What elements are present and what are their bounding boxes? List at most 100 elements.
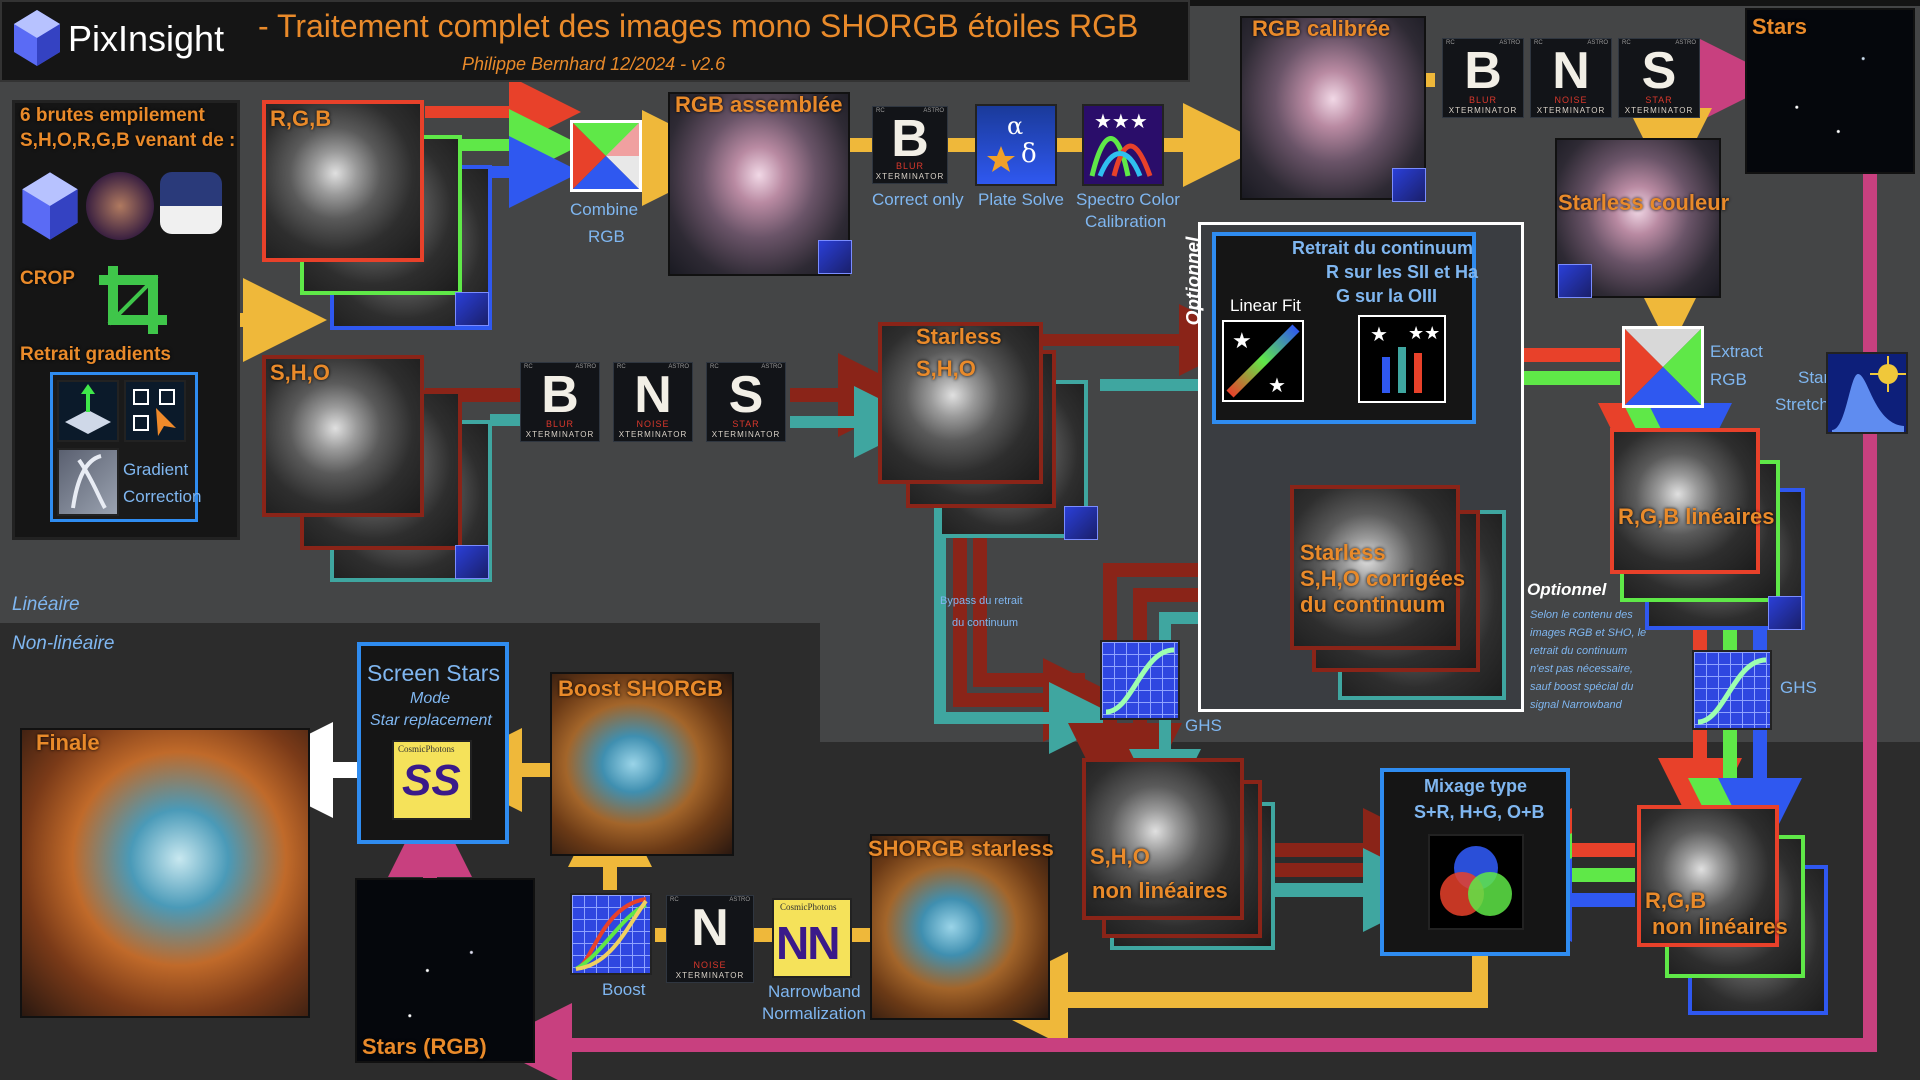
nonlinear-zone-label: Non-linéaire <box>12 633 115 654</box>
nn-glyph: NN <box>776 917 840 969</box>
star-stretch-label-1: Star <box>1798 368 1830 387</box>
ghs-center-icon[interactable] <box>1100 640 1180 720</box>
stars-label: Stars <box>1752 14 1808 39</box>
boost-shorgb-image <box>550 672 734 856</box>
ghs-right-label: GHS <box>1780 678 1817 697</box>
combine-rgb-label-1: Combine <box>570 200 639 219</box>
page-title: - Traitement complet des images mono SHO… <box>258 8 1139 44</box>
nn-brand: CosmicPhotons <box>780 902 837 912</box>
continuum-title-1: Retrait du continuum <box>1292 238 1473 258</box>
svg-text:★: ★ <box>1232 328 1252 353</box>
top-strip <box>1190 0 1920 6</box>
dbe-tool-icon[interactable] <box>124 380 186 442</box>
sho-nonlinear-frame <box>1082 758 1244 920</box>
noisex-tool-top[interactable]: RC ASTRO N NOISE XTERMINATOR <box>1530 38 1612 118</box>
pixinsight-logo-icon <box>12 8 62 68</box>
combine-rgb-icon[interactable] <box>570 120 642 192</box>
corrected-label-3: du continuum <box>1300 592 1446 617</box>
starx-tool-sho[interactable]: RC ASTRO S STAR XTERMINATOR <box>706 362 786 442</box>
optional-note-6: signal Narrowband <box>1530 699 1622 711</box>
rgb-nonlinear-label-2: non linéaires <box>1652 914 1788 939</box>
svg-text:α: α <box>1007 112 1023 140</box>
finale-label: Finale <box>36 730 100 755</box>
starless-sho-frame <box>878 322 1043 484</box>
continuum-title-2: R sur les SII et Ha <box>1326 262 1479 282</box>
gradient-correction-label-1: Gradient <box>123 460 189 479</box>
rgb-nonlinear-label-1: R,G,B <box>1645 888 1707 913</box>
combine-rgb-label-2: RGB <box>588 227 625 246</box>
starx-tool-top[interactable]: RC ASTRO S STAR XTERMINATOR <box>1618 38 1700 118</box>
extract-rgb-label-2: RGB <box>1710 370 1747 389</box>
linear-fit-icon[interactable]: ★★ <box>1222 320 1304 402</box>
blurx-tool-sho[interactable]: RC ASTRO B BLUR XTERMINATOR <box>520 362 600 442</box>
optional-note-4: n'est pas nécessaire, <box>1530 663 1633 675</box>
sho-stretch-icon <box>455 545 489 579</box>
starless-sho-label-2: S,H,O <box>916 356 976 381</box>
starless-color-stretch-icon <box>1558 264 1592 298</box>
rgb-calibrated-stretch-icon <box>1392 168 1426 202</box>
gradients-label: Retrait gradients <box>20 344 171 365</box>
gradient-correction-label-2: Correction <box>123 487 202 506</box>
svg-text:★: ★ <box>1268 375 1286 397</box>
star-stretch-label-2: Stretch <box>1775 395 1829 414</box>
continuum-optional-vertical-label: Optionnel <box>1183 236 1205 326</box>
app-name: PixInsight <box>68 18 225 59</box>
rgb-assembled-stretch-icon <box>818 240 852 274</box>
boost-label: Boost <box>602 980 646 999</box>
nn-label-1: Narrowband <box>768 982 861 1001</box>
plate-solve-label: Plate Solve <box>978 190 1064 209</box>
noisex-tool-sho[interactable]: RC ASTRO N NOISE XTERMINATOR <box>613 362 693 442</box>
star-stretch-icon[interactable] <box>1826 352 1908 434</box>
boost-shorgb-label: Boost SHORGB <box>558 676 723 701</box>
sho-nonlinear-label-1: S,H,O <box>1090 844 1150 869</box>
blurx-tool-top[interactable]: RC ASTRO B BLUR XTERMINATOR <box>1442 38 1524 118</box>
bypass-label-2: du continuum <box>952 617 1019 629</box>
extract-rgb-label-1: Extract <box>1710 342 1763 361</box>
spcc-icon[interactable]: ★★★ <box>1082 104 1164 186</box>
svg-text:★★★: ★★★ <box>1094 111 1148 133</box>
optional-note-2: images RGB et SHO, le <box>1530 627 1647 639</box>
sho-frame-darkred <box>262 355 424 517</box>
linear-fit-label: Linear Fit <box>1230 296 1301 315</box>
mix-icon[interactable] <box>1428 834 1524 930</box>
header-bar <box>0 0 1190 82</box>
source-heading-2: S,H,O,R,G,B venant de : <box>20 130 236 151</box>
extract-rgb-icon[interactable] <box>1622 326 1704 408</box>
starless-color-label: Starless couleur <box>1558 190 1730 215</box>
bypass-label-1: Bypass du retrait <box>940 595 1023 607</box>
boost-curves-icon[interactable] <box>570 893 652 975</box>
cloud-app-icon <box>160 172 222 234</box>
pixinsight-cube-icon <box>20 170 80 242</box>
spcc-label-1: Spectro Color <box>1076 190 1180 209</box>
optional-note-3: retrait du continuum <box>1530 645 1628 657</box>
ghs-right-icon[interactable] <box>1692 650 1772 730</box>
continuum-title-3: G sur la OIII <box>1336 286 1438 306</box>
stars-rgb-image <box>355 878 535 1063</box>
blurx-correct-only-label: Correct only <box>872 190 964 209</box>
shorgb-starless-image <box>870 834 1050 1020</box>
page-subtitle: Philippe Bernhard 12/2024 - v2.6 <box>462 54 726 74</box>
shorgb-starless-label: SHORGB starless <box>868 836 1054 861</box>
optional-note-1: Selon le contenu des <box>1530 609 1633 621</box>
abe-tool-icon[interactable] <box>57 380 119 442</box>
gradient-correction-icon[interactable] <box>57 448 119 516</box>
mix-title-2: S+R, H+G, O+B <box>1414 802 1545 822</box>
stacking-app-icon <box>86 172 154 240</box>
rgb-calibrated-label: RGB calibrée <box>1252 16 1391 41</box>
screen-stars-mode: Mode <box>410 690 451 707</box>
nn-label-2: Normalization <box>762 1004 866 1023</box>
screen-stars-title: Screen Stars <box>367 660 500 686</box>
linear-zone-label: Linéaire <box>12 594 80 615</box>
pixelmath-continuum-icon[interactable]: ★★★ <box>1358 315 1446 403</box>
rgb-linear-label: R,G,B linéaires <box>1618 504 1775 529</box>
nn-icon[interactable]: CosmicPhotons NN <box>772 898 852 978</box>
noisex-tool-nonlinear[interactable]: RC ASTRO N NOISE XTERMINATOR <box>666 895 754 983</box>
screen-stars-icon[interactable]: CosmicPhotons SS <box>392 740 472 820</box>
blurx-correct-only-tool[interactable]: RC ASTRO B BLUR XTERMINATOR <box>872 106 948 184</box>
rgb-stretch-icon <box>455 292 489 326</box>
finale-image <box>20 728 310 1018</box>
corrected-label-1: Starless <box>1300 540 1386 565</box>
sho-nonlinear-label-2: non linéaires <box>1092 878 1228 903</box>
ss-glyph: SS <box>402 756 461 805</box>
